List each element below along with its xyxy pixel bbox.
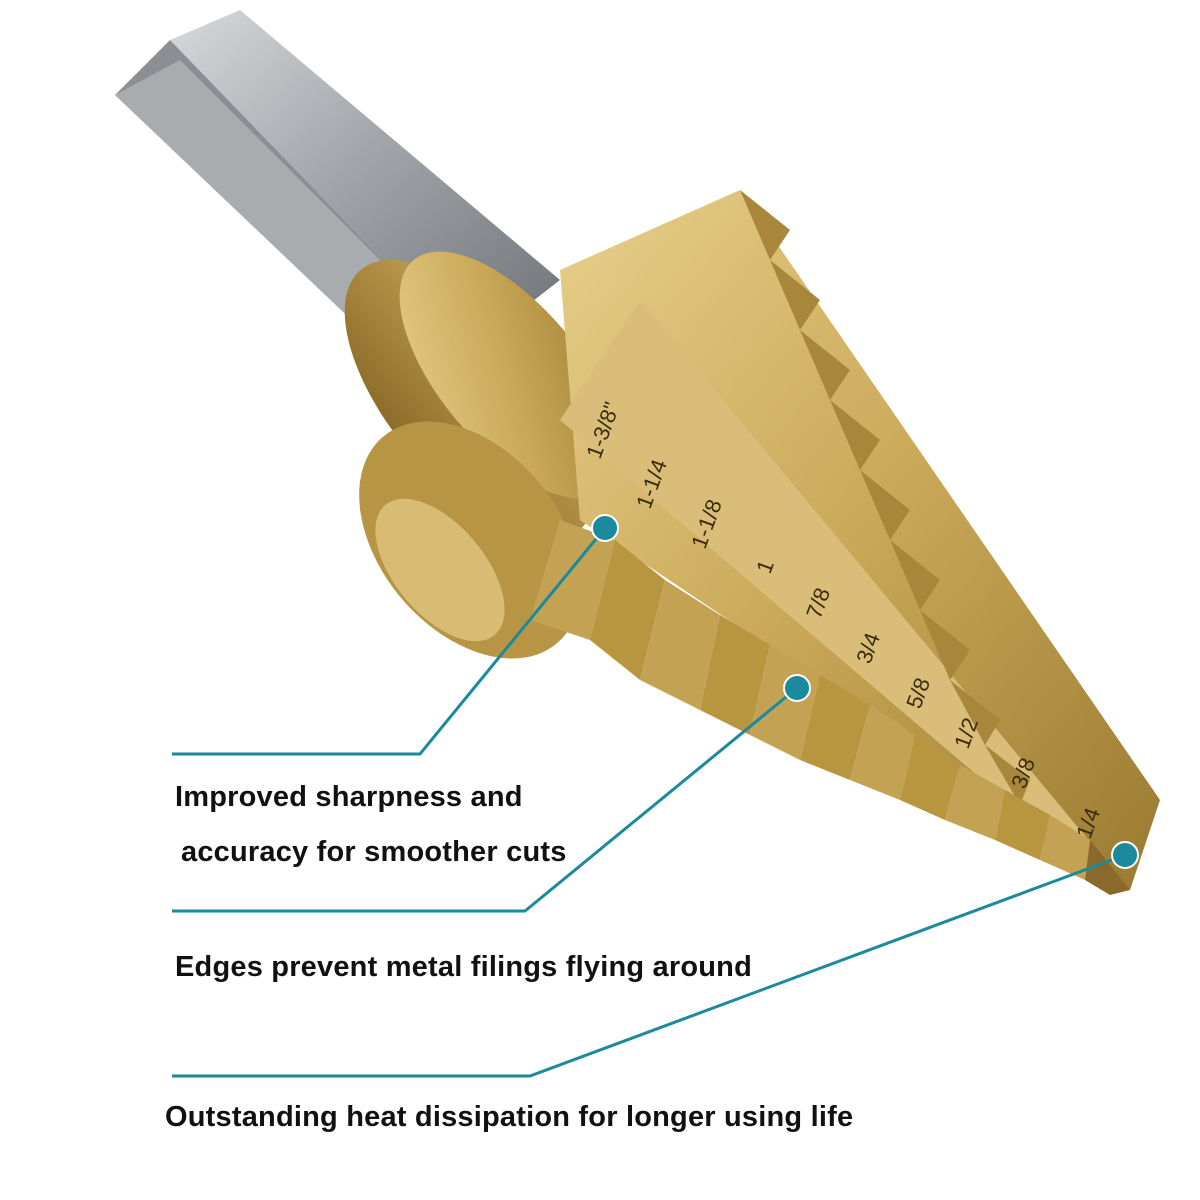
lower-step-edges bbox=[530, 520, 1130, 895]
callout-dot-edges bbox=[783, 674, 811, 702]
callout-dot-heat bbox=[1111, 841, 1139, 869]
upper-step-edges bbox=[740, 190, 1060, 860]
callout-sharpness-line1: Improved sharpness and bbox=[175, 781, 523, 813]
leader-line-sharpness bbox=[172, 527, 607, 756]
leader-line-heat bbox=[172, 853, 1126, 1078]
back-step-disc bbox=[359, 421, 581, 659]
callout-sharpness-line2: accuracy for smoother cuts bbox=[181, 836, 567, 868]
callout-dots bbox=[591, 514, 1139, 869]
callout-heat: Outstanding heat dissipation for longer … bbox=[165, 1101, 854, 1133]
callout-leaders bbox=[172, 527, 1126, 1078]
leader-line-edges bbox=[172, 686, 798, 913]
cone-body bbox=[560, 190, 1160, 890]
callout-dot-sharpness bbox=[591, 514, 619, 542]
callout-edges: Edges prevent metal filings flying aroun… bbox=[175, 951, 753, 983]
collar bbox=[344, 251, 621, 541]
